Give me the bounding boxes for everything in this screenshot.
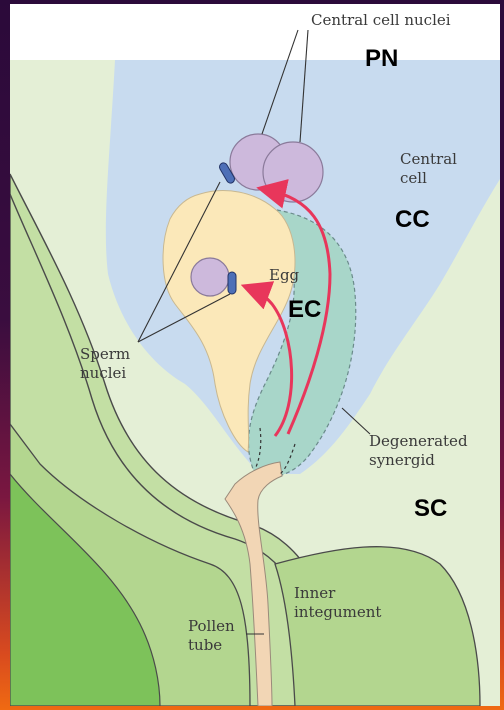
label-central-cell-nuclei: Central cell nuclei [311,11,451,30]
central-nucleus-2 [263,142,323,202]
label-degenerated-synergid: Degenerated synergid [369,432,468,470]
label-egg: Egg [269,266,299,285]
diagram-panel: Central cell nuclei Central cell Egg Spe… [10,4,500,706]
label-sperm-nuclei: Sperm nuclei [80,345,130,383]
annotation-sc: SC [414,496,447,522]
egg-nucleus [191,258,229,296]
label-central-cell: Central cell [400,150,457,188]
annotation-ec: EC [288,297,321,323]
annotation-pn: PN [365,46,398,72]
label-inner-integument: Inner integument [294,584,381,622]
sperm-nucleus-2 [228,272,236,294]
label-pollen-tube: Pollen tube [188,617,235,655]
annotation-cc: CC [395,207,430,233]
